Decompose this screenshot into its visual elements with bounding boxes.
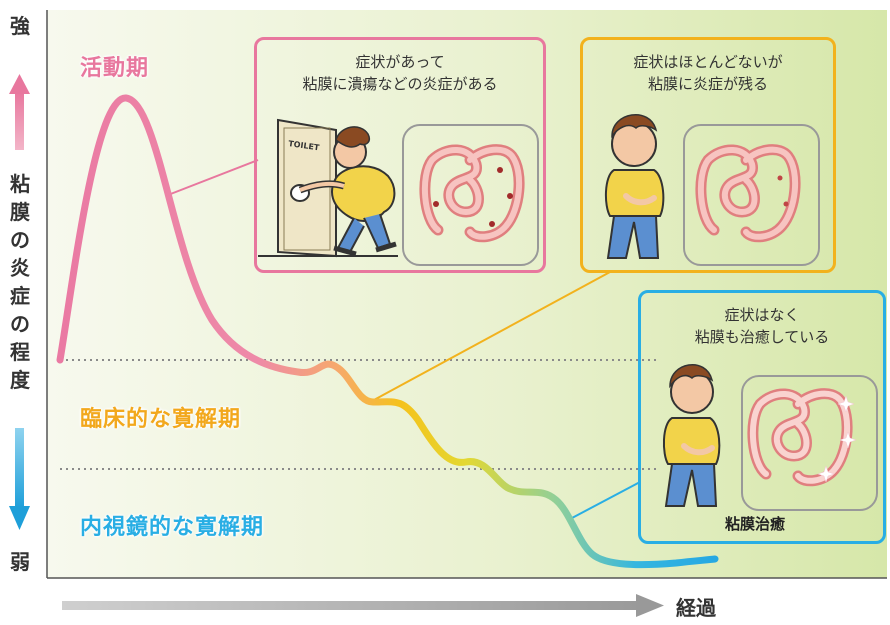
connector-active (167, 159, 259, 196)
sparkle-icon (817, 465, 835, 483)
callout-clinical-line1: 症状はほとんどないが (633, 53, 783, 71)
phase-label-active: 活動期 (80, 56, 150, 81)
inflammation-curve (56, 94, 719, 569)
callout-clinical-line2: 粘膜に炎症が残る (647, 75, 768, 93)
man-happy-illustration (662, 364, 721, 507)
y-axis-title-char: の (10, 228, 30, 252)
y-axis-top-label: 強 (10, 14, 30, 38)
intestine-frame (741, 375, 878, 511)
y-axis-title-char: 膜 (10, 200, 30, 224)
intestine-frame (402, 124, 539, 266)
chart-background (47, 10, 887, 578)
phase-label-endoscopic: 内視鏡的な寛解期 (80, 515, 265, 540)
y-axis-title-char: 程 (10, 340, 30, 364)
connector-clinical (371, 271, 611, 402)
connector-endoscopic (571, 481, 641, 519)
y-axis-title: 粘膜の炎症の程度 (8, 170, 32, 394)
time-arrow-icon (62, 594, 664, 617)
arrow-up-icon (9, 74, 30, 150)
x-axis-label: 経過 (676, 596, 716, 620)
callout-endoscopic-line1: 症状はなく (724, 306, 800, 324)
man-smiling-with-hand-on-stomach-illustration (604, 114, 665, 259)
intestine-partially-inflamed-illustration (695, 144, 801, 243)
intestine-frame (683, 124, 820, 266)
callout-clinical: 症状はほとんどないが 粘膜に炎症が残る (580, 37, 836, 273)
intestine-healed-illustration (747, 388, 857, 487)
intestine-inflamed-illustration (419, 144, 525, 243)
callout-active-line1: 症状があって (355, 53, 445, 71)
sparkle-icon (837, 395, 855, 413)
y-axis-title-char: 度 (10, 368, 30, 392)
arrow-down-icon (9, 428, 30, 530)
callout-endoscopic: 症状はなく 粘膜も治癒している 粘膜治癒 (638, 290, 886, 544)
callout-endoscopic-line2: 粘膜も治癒している (694, 328, 830, 346)
phase-label-clinical: 臨床的な寛解期 (80, 407, 242, 432)
callout-endoscopic-caption: 粘膜治癒 (725, 515, 786, 533)
y-axis-title-char: 炎 (10, 256, 30, 280)
man-with-stomach-ache-illustration (298, 126, 397, 257)
y-axis-title-char: 粘 (10, 172, 30, 196)
y-axis-bottom-label: 弱 (10, 550, 30, 574)
callout-active-line2: 粘膜に潰瘍などの炎症がある (302, 75, 498, 93)
y-axis-title-char: の (10, 312, 30, 336)
y-axis-title-char: 症 (10, 284, 30, 308)
door-sign: TOILET (288, 139, 321, 152)
sparkle-icon (839, 431, 857, 449)
callout-active: 症状があって 粘膜に潰瘍などの炎症がある (254, 37, 546, 273)
